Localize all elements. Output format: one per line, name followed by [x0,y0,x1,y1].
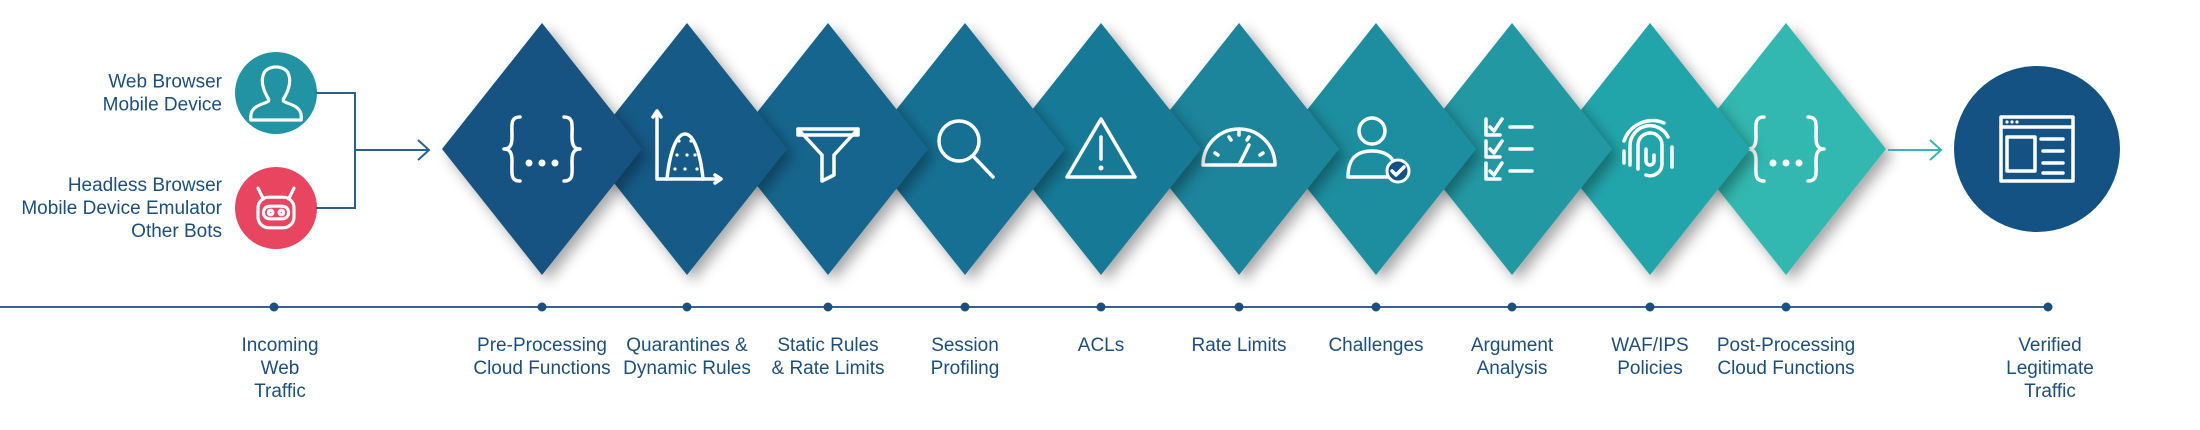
stage-diamond [442,23,642,275]
timeline-dot [1781,302,1791,312]
fingerprint-icon [1622,118,1674,178]
output-arrow [1888,139,1943,161]
timeline-dot [1234,302,1244,312]
stage-label: Cloud Functions [1717,358,1854,379]
stage-label: Cloud Functions [473,358,610,379]
stage-label: Argument [1471,335,1554,356]
timeline-dot [1096,302,1106,312]
stage-label: Analysis [1477,358,1548,379]
result-label: Legitimate [2006,358,2094,379]
arrow-right-icon [1929,139,1943,161]
stage-diamond [1139,23,1339,275]
stage-diamond [728,23,928,275]
timeline-dot [2043,302,2053,312]
stage-label: ACLs [1078,335,1124,356]
code-braces-icon [502,115,582,183]
timeline-dot [960,302,970,312]
stage-label: WAF/IPS [1611,335,1688,356]
timeline-dots [269,302,2053,312]
stage-label: & Rate Limits [772,358,885,379]
stage-diamond [1412,23,1612,275]
source-circle [235,167,317,249]
stage-diamond [587,23,787,275]
stage-diamond [1686,23,1886,275]
stage-label: Dynamic Rules [623,358,751,379]
distribution-chart-icon [651,109,723,185]
stage-label: Session [931,335,999,356]
timeline-dot [1371,302,1381,312]
incoming-label: Traffic [254,381,306,402]
gauge-icon [1201,127,1277,167]
warning-icon [1065,117,1137,179]
source-circle [235,52,317,134]
stage-label: Static Rules [777,335,878,356]
browser-window-icon [1999,115,2075,183]
source-label: Headless Browser [68,175,223,196]
source-label: Other Bots [131,221,222,242]
verified-user-icon [1346,116,1411,184]
timeline-dot [1507,302,1517,312]
stage-label: Challenges [1328,335,1423,356]
incoming-label: Incoming [241,335,318,356]
stage-diamonds [442,23,1886,275]
stage-diamond [865,23,1065,275]
source-label: Web Browser [108,72,222,93]
incoming-label: Web [261,358,300,379]
source-connector [316,92,431,209]
source-label: Mobile Device [103,95,222,116]
stage-label: Pre-Processing [477,335,607,356]
arrow-right-icon [417,139,431,161]
timeline-dot [823,302,833,312]
magnifier-icon [937,119,995,179]
timeline-dot [1645,302,1655,312]
result-label: Traffic [2024,381,2076,402]
stage-diamond [1550,23,1750,275]
robot-icon [256,186,296,230]
stage-label: Policies [1617,358,1682,379]
checklist-icon [1484,117,1534,181]
source-label: Mobile Device Emulator [21,198,222,219]
timeline-dot [682,302,692,312]
result-circle [1954,66,2120,232]
stage-diamond [1001,23,1201,275]
stage-label: Quarantines & [626,335,748,356]
stage-diamond [1276,23,1476,275]
stage-label: Profiling [931,358,1000,379]
timeline-dot [537,302,547,312]
timeline-dot [269,302,279,312]
stage-label: Rate Limits [1191,335,1286,356]
stage-label: Post-Processing [1717,335,1855,356]
user-icon [249,65,303,122]
filter-icon [796,127,860,183]
verified-traffic-node [1954,66,2120,232]
result-label: Verified [2018,335,2081,356]
